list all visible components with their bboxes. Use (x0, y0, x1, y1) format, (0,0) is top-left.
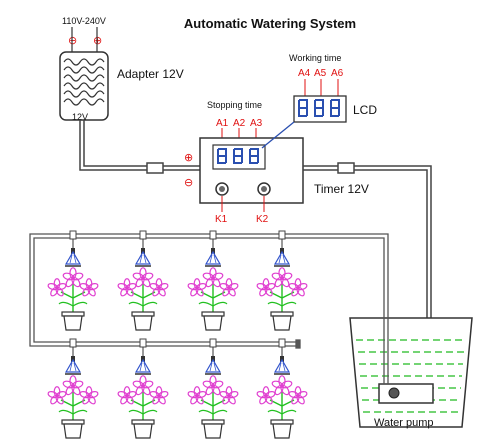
plant-rows (47, 230, 308, 439)
flower-pot-icon (201, 311, 225, 331)
sprinkler-icon (204, 248, 222, 267)
sprinkler-icon (134, 356, 152, 375)
pipe-network (29, 233, 389, 384)
plant-unit (256, 230, 308, 331)
flower-icon (62, 267, 84, 288)
flower-icon (117, 386, 137, 405)
flower-pot-icon (270, 419, 294, 439)
water-pump-body (378, 383, 434, 404)
sprinkler-icon (64, 248, 82, 267)
timer-label: Timer 12V (314, 182, 369, 196)
timer-pump-wire (303, 162, 432, 388)
flower-icon (79, 278, 99, 297)
plant-unit (117, 230, 169, 331)
adapter-coil-icon (63, 58, 105, 106)
k2-label: K2 (256, 214, 269, 225)
flower-icon (149, 386, 169, 405)
sprinkler-icon (134, 248, 152, 267)
flower-pot-icon (131, 419, 155, 439)
plant-unit (117, 338, 169, 439)
flower-icon (256, 386, 276, 405)
flower-pot-icon (131, 311, 155, 331)
lcd-callout: Working time A4 A5 A6 LCD (261, 53, 377, 149)
working-digit-a4: A4 (298, 68, 311, 79)
flower-icon (202, 375, 224, 396)
plant-unit (256, 338, 308, 439)
lcd-label: LCD (353, 103, 377, 117)
flower-icon (62, 375, 84, 396)
flower-pot-icon (61, 419, 85, 439)
plant-unit (47, 338, 99, 439)
k1-label: K1 (215, 214, 228, 225)
plant-unit (187, 230, 239, 331)
sprinkler-icon (273, 248, 291, 267)
flower-icon (117, 278, 137, 297)
flower-icon (219, 386, 239, 405)
flower-icon (271, 375, 293, 396)
timer: ⊕ ⊖ K1 K2 Timer 12V (184, 137, 369, 225)
adapter-output-voltage: 12V (72, 112, 88, 122)
water-pump-icon (388, 387, 400, 399)
flower-icon (149, 278, 169, 297)
flower-icon (256, 278, 276, 297)
timer-plus-symbol: ⊕ (184, 152, 193, 164)
plant-unit (47, 230, 99, 331)
flower-icon (47, 386, 67, 405)
water-pump-label: Water pump (374, 417, 434, 429)
adapter-plus-symbol: ⊕ (93, 35, 102, 47)
flower-pot-icon (270, 311, 294, 331)
flower-icon (288, 386, 308, 405)
flower-icon (79, 386, 99, 405)
flower-icon (187, 278, 207, 297)
flower-icon (271, 267, 293, 288)
flower-pot-icon (61, 311, 85, 331)
adapter-input-voltage: 110V-240V (62, 16, 106, 26)
adapter-wire (79, 120, 200, 174)
flower-icon (132, 267, 154, 288)
flower-icon (219, 278, 239, 297)
stopping-digit-a3: A3 (250, 118, 263, 129)
flower-icon (187, 386, 207, 405)
lcd-digits (298, 99, 340, 117)
working-time-label: Working time (289, 53, 341, 63)
adapter-body (59, 51, 109, 121)
sprinkler-icon (64, 356, 82, 375)
diagram-title: Automatic Watering System (184, 16, 356, 31)
flower-icon (288, 278, 308, 297)
flower-pot-icon (201, 419, 225, 439)
timer-display-digits (217, 148, 259, 164)
working-digit-a5: A5 (314, 68, 327, 79)
flower-icon (202, 267, 224, 288)
stopping-digit-a2: A2 (233, 118, 246, 129)
plant-unit (187, 338, 239, 439)
adapter-label: Adapter 12V (117, 67, 184, 81)
working-digit-a6: A6 (331, 68, 344, 79)
stopping-digit-a1: A1 (216, 118, 229, 129)
sprinkler-icon (204, 356, 222, 375)
adapter: 110V-240V ⊖ ⊕ 12V Adapter 12V (59, 16, 184, 122)
timer-minus-symbol: ⊖ (184, 177, 193, 189)
water-tank: Water pump (349, 317, 473, 429)
sprinkler-icon (273, 356, 291, 375)
adapter-minus-symbol: ⊖ (68, 35, 77, 47)
stopping-time-label: Stopping time (207, 100, 262, 110)
flower-icon (132, 375, 154, 396)
flower-icon (47, 278, 67, 297)
